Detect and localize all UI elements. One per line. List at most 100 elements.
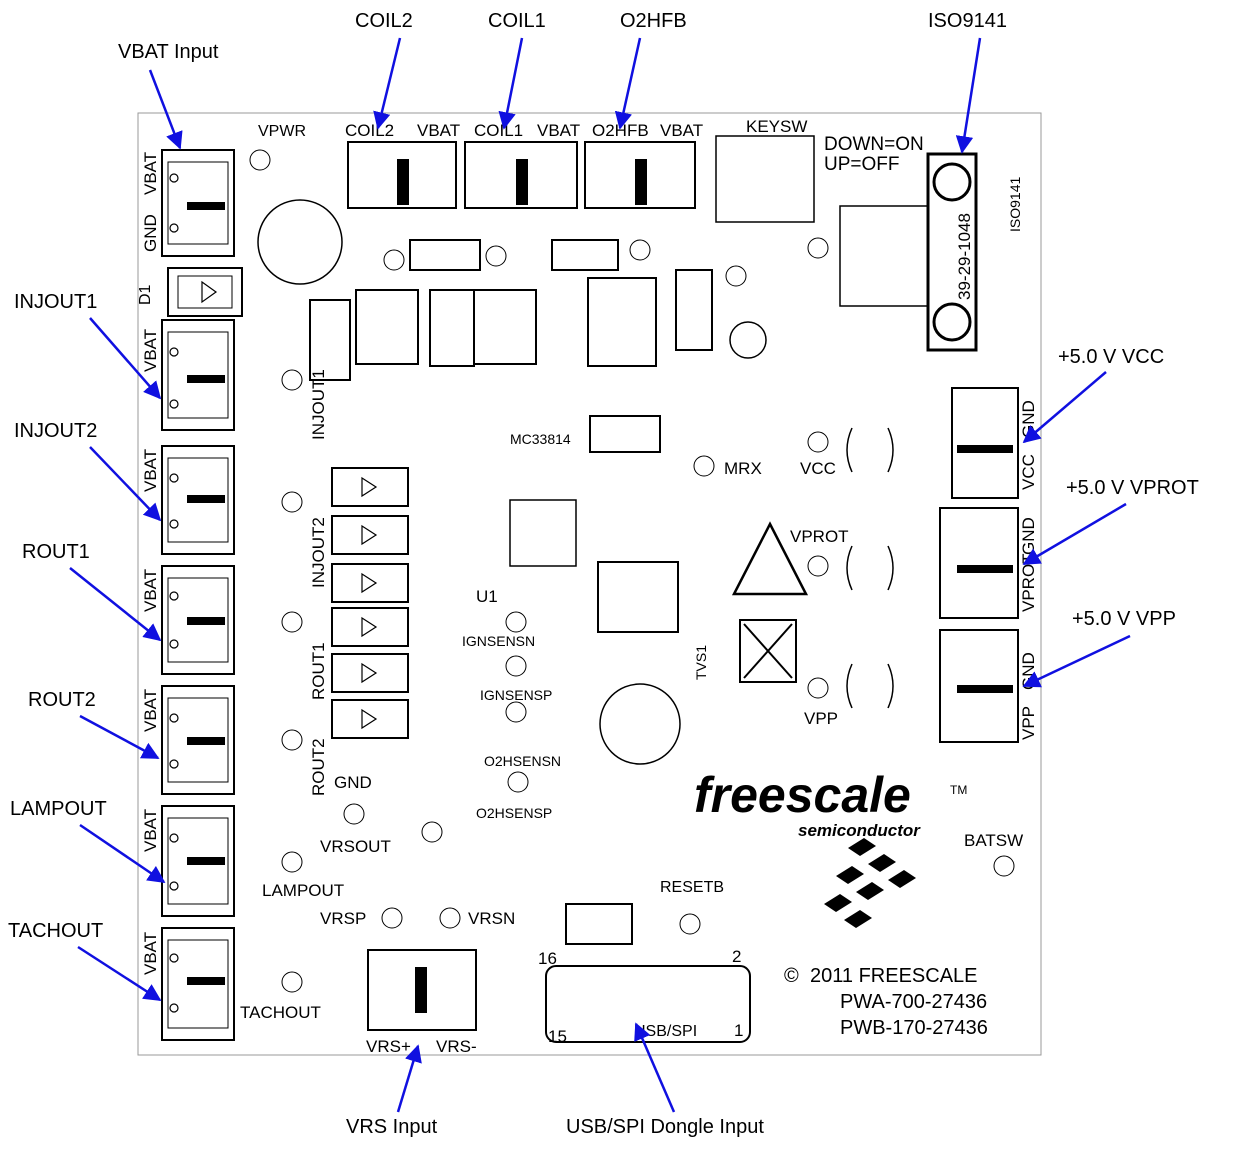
coil1-header-label: COIL1 — [474, 121, 523, 140]
brand-pwb: PWB-170-27436 — [840, 1017, 988, 1039]
callout-injout1: INJOUT1 — [14, 291, 97, 313]
test-points — [249, 149, 1015, 993]
top-connectors — [347, 135, 978, 352]
svg-text:VBAT: VBAT — [141, 329, 160, 372]
left-connector-pins — [169, 173, 179, 1013]
tachout-label: TACHOUT — [240, 1003, 321, 1022]
svg-text:VBAT: VBAT — [141, 689, 160, 732]
vpp-label: VPP — [804, 709, 838, 728]
svg-text:ROUT2: ROUT2 — [309, 738, 328, 796]
svg-text:INJOUT1: INJOUT1 — [309, 369, 328, 440]
capacitor-c11 — [257, 199, 343, 285]
svg-text:VBAT: VBAT — [141, 449, 160, 492]
callout-rout2: ROUT2 — [28, 689, 96, 711]
brand-copyright: 2011 FREESCALE — [810, 965, 978, 987]
vpwr-label: VPWR — [258, 123, 306, 140]
callout-vbat-input: VBAT Input — [118, 41, 219, 63]
callout-vpp: +5.0 V VPP — [1072, 608, 1176, 630]
ignsensn-label: IGNSENSN — [462, 633, 535, 649]
brand-sub: semiconductor — [798, 821, 921, 840]
ignsensp-label: IGNSENSP — [480, 687, 552, 703]
mrx-label: MRX — [724, 459, 762, 478]
pin-1-label: 1 — [734, 1021, 743, 1040]
svg-text:VCC: VCC — [1019, 454, 1038, 490]
up-off-label: UP=OFF — [824, 154, 899, 175]
pin-15-label: 15 — [548, 1027, 567, 1046]
brand-name: freescale — [694, 767, 911, 823]
diode-stack — [331, 467, 409, 739]
o2hsensp-label: O2HSENSP — [476, 805, 552, 821]
vbat-header-label: VBAT — [417, 121, 460, 140]
right-connectors — [939, 387, 1019, 743]
gnd-label: GND — [334, 773, 372, 792]
bottom-connectors — [367, 903, 751, 1043]
vrsn-label: VRSN — [468, 909, 515, 928]
usb-spi-label: USB/SPI — [634, 1023, 697, 1040]
vrs-plus-label: VRS+ — [366, 1037, 411, 1056]
conn-part-label: 39-29-1048 — [955, 213, 974, 300]
vcc-label: VCC — [800, 459, 836, 478]
callout-o2hfb: O2HFB — [620, 10, 687, 32]
brand-pwa: PWA-700-27436 — [840, 991, 987, 1013]
iso-side-label: ISO9141 — [1007, 177, 1023, 232]
power-blocks — [309, 239, 713, 633]
svg-text:GND: GND — [141, 214, 160, 252]
callout-injout2: INJOUT2 — [14, 420, 97, 442]
svg-text:VBAT: VBAT — [141, 932, 160, 975]
svg-text:ROUT1: ROUT1 — [309, 642, 328, 700]
tvs1-label: TVS1 — [693, 645, 709, 680]
callout-vrs-input: VRS Input — [346, 1116, 438, 1138]
svg-text:VBAT: VBAT — [141, 809, 160, 852]
callout-tachout: TACHOUT — [8, 920, 103, 942]
o2hsensn-label: O2HSENSN — [484, 753, 561, 769]
svg-text:INJOUT2: INJOUT2 — [309, 517, 328, 588]
callout-vprot: +5.0 V VPROT — [1066, 477, 1199, 499]
left-connectors — [161, 149, 235, 1041]
freescale-logo-mark — [824, 838, 916, 928]
vrs-minus-label: VRS- — [436, 1037, 477, 1056]
vrsp-label: VRSP — [320, 909, 366, 928]
resetb-label: RESETB — [660, 879, 724, 896]
board-labels: MRX MC33814 VCC VPROT VPP GND VRSOUT LAM… — [240, 431, 1023, 1056]
svg-text:VBAT: VBAT — [141, 569, 160, 612]
pin-16-label: 16 — [538, 949, 557, 968]
pin-2-label: 2 — [732, 947, 741, 966]
lampout-label: LAMPOUT — [262, 881, 344, 900]
callout-arrows — [69, 37, 1131, 1113]
capacitor-c18 — [729, 321, 767, 359]
down-on-label: DOWN=ON — [824, 134, 924, 155]
callout-usb-input: USB/SPI Dongle Input — [566, 1116, 764, 1138]
callout-lampout: LAMPOUT — [10, 798, 107, 820]
callout-iso9141: ISO9141 — [928, 10, 1007, 32]
brand-tm: TM — [950, 783, 967, 797]
rotated-output-labels: INJOUT1 INJOUT2 ROUT1 ROUT2 — [309, 369, 328, 796]
o2hfb-header-label: O2HFB — [592, 121, 649, 140]
mc33814-label: MC33814 — [510, 431, 571, 447]
left-vbat-labels: VBAT GND VBAT VBAT VBAT VBAT VBAT VBAT — [141, 152, 160, 975]
svg-text:GND: GND — [1019, 517, 1038, 555]
vrsout-label: VRSOUT — [320, 837, 391, 856]
callout-coil2: COIL2 — [355, 10, 413, 32]
svg-text:VPROT: VPROT — [1019, 553, 1038, 612]
capacitor-c1 — [599, 683, 681, 765]
keysw-label: KEYSW — [746, 117, 807, 136]
svg-text:VBAT: VBAT — [141, 152, 160, 195]
callout-labels: VBAT Input COIL2 COIL1 O2HFB ISO9141 INJ… — [8, 10, 1199, 1138]
esd-symbol — [731, 521, 809, 683]
vbat-header-label: VBAT — [660, 121, 703, 140]
coil2-header-label: COIL2 — [345, 121, 394, 140]
svg-text:VPP: VPP — [1019, 706, 1038, 740]
electrolytic-caps — [846, 427, 894, 709]
brand-copyright-symbol: © — [784, 965, 799, 987]
top-connector-labels: COIL2 VBAT COIL1 VBAT O2HFB VBAT KEYSW D… — [258, 117, 1023, 300]
callout-rout1: ROUT1 — [22, 541, 90, 563]
vbat-header-label: VBAT — [537, 121, 580, 140]
callout-vcc: +5.0 V VCC — [1058, 346, 1164, 368]
vprot-label: VPROT — [790, 527, 849, 546]
svg-text:D1: D1 — [137, 284, 154, 305]
callout-coil1: COIL1 — [488, 10, 546, 32]
batsw-label: BATSW — [964, 831, 1023, 850]
pcb-outline — [137, 112, 1042, 1056]
